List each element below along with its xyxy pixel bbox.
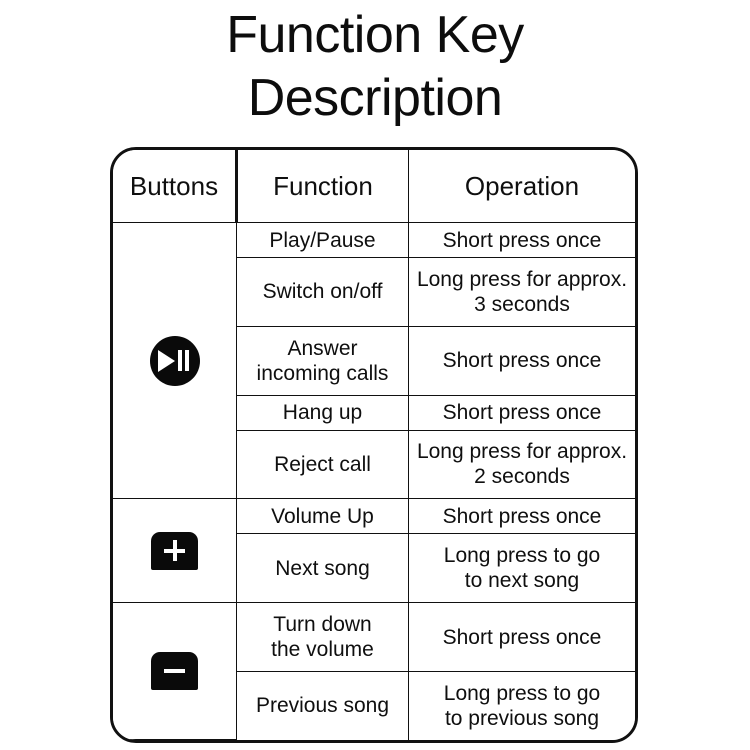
function-key-grid: Buttons Function Operation Play/Pa bbox=[113, 150, 635, 740]
function-label: Previous song bbox=[255, 694, 390, 718]
operation-label: Short press once bbox=[442, 349, 602, 373]
operation-label: Long press for approx. 2 seconds bbox=[416, 440, 628, 489]
table-row: Previous song Long press to go to previo… bbox=[113, 670, 635, 740]
operation-label: Long press to go to previous song bbox=[443, 681, 601, 730]
column-header-buttons: Buttons bbox=[113, 150, 238, 223]
plus-key-icon bbox=[151, 531, 198, 570]
table-row: Hang up Short press once bbox=[113, 394, 635, 431]
operation-cell: Short press once bbox=[408, 498, 635, 535]
page-title-line-2: Description bbox=[247, 69, 503, 127]
operation-cell: Long press for approx. 2 seconds bbox=[408, 429, 635, 500]
page-title: Function Key Description bbox=[0, 4, 750, 130]
operation-cell: Long press for approx. 3 seconds bbox=[408, 257, 635, 327]
operation-cell: Short press once bbox=[408, 221, 635, 259]
operation-label: Short press once bbox=[442, 228, 602, 252]
page-title-line-1: Function Key bbox=[226, 6, 524, 64]
function-cell: Switch on/off bbox=[236, 257, 409, 327]
table-row: Turn down the volume Short press once bbox=[113, 602, 635, 740]
play-pause-icon-wrap bbox=[117, 335, 232, 386]
operation-label: Long press to go to next song bbox=[443, 544, 601, 593]
table-header-row: Buttons Function Operation bbox=[113, 150, 635, 223]
operation-cell: Long press to go to previous song bbox=[408, 670, 635, 740]
function-label: Next song bbox=[275, 556, 370, 580]
operation-cell: Long press to go to next song bbox=[408, 533, 635, 604]
table-row: Volume Up Short press once bbox=[113, 498, 635, 604]
function-cell: Volume Up bbox=[236, 498, 409, 535]
plus-key-icon-wrap bbox=[117, 531, 232, 570]
operation-label: Long press for approx. 3 seconds bbox=[416, 267, 628, 316]
pause-bars-icon bbox=[178, 350, 189, 372]
operation-cell: Short press once bbox=[408, 394, 635, 431]
table-row: Reject call Long press for approx. 2 sec… bbox=[113, 429, 635, 500]
operation-label: Short press once bbox=[442, 625, 602, 649]
minus-key-icon bbox=[151, 652, 198, 691]
function-cell: Play/Pause bbox=[236, 221, 409, 259]
table-row: Play/Pause Short press once bbox=[113, 221, 635, 500]
function-cell: Turn down the volume bbox=[236, 602, 409, 672]
function-label: Answer incoming calls bbox=[256, 336, 389, 385]
button-cell-play-pause bbox=[113, 221, 237, 500]
function-cell: Hang up bbox=[236, 394, 409, 431]
play-pause-icon bbox=[149, 335, 200, 386]
function-cell: Next song bbox=[236, 533, 409, 604]
function-cell: Previous song bbox=[236, 670, 409, 740]
table-row: Answer incoming calls Short press once bbox=[113, 325, 635, 396]
operation-cell: Short press once bbox=[408, 602, 635, 672]
function-label: Switch on/off bbox=[262, 280, 383, 304]
column-header-function: Function bbox=[236, 150, 409, 223]
function-cell: Reject call bbox=[236, 429, 409, 500]
button-cell-volume-up bbox=[113, 498, 237, 604]
operation-label: Short press once bbox=[442, 401, 602, 425]
function-label: Volume Up bbox=[271, 504, 374, 528]
function-label: Reject call bbox=[274, 452, 371, 476]
play-triangle-icon bbox=[158, 349, 175, 372]
button-cell-volume-down bbox=[113, 602, 237, 740]
function-label: Hang up bbox=[282, 401, 363, 425]
table-row: Next song Long press to go to next song bbox=[113, 533, 635, 604]
function-label: Play/Pause bbox=[269, 228, 376, 252]
function-key-table: Buttons Function Operation Play/Pa bbox=[110, 147, 638, 743]
function-cell: Answer incoming calls bbox=[236, 325, 409, 396]
operation-label: Short press once bbox=[442, 504, 602, 528]
function-label: Turn down the volume bbox=[271, 613, 374, 662]
column-header-operation: Operation bbox=[408, 150, 635, 223]
minus-key-icon-wrap bbox=[117, 652, 232, 691]
operation-cell: Short press once bbox=[408, 325, 635, 396]
